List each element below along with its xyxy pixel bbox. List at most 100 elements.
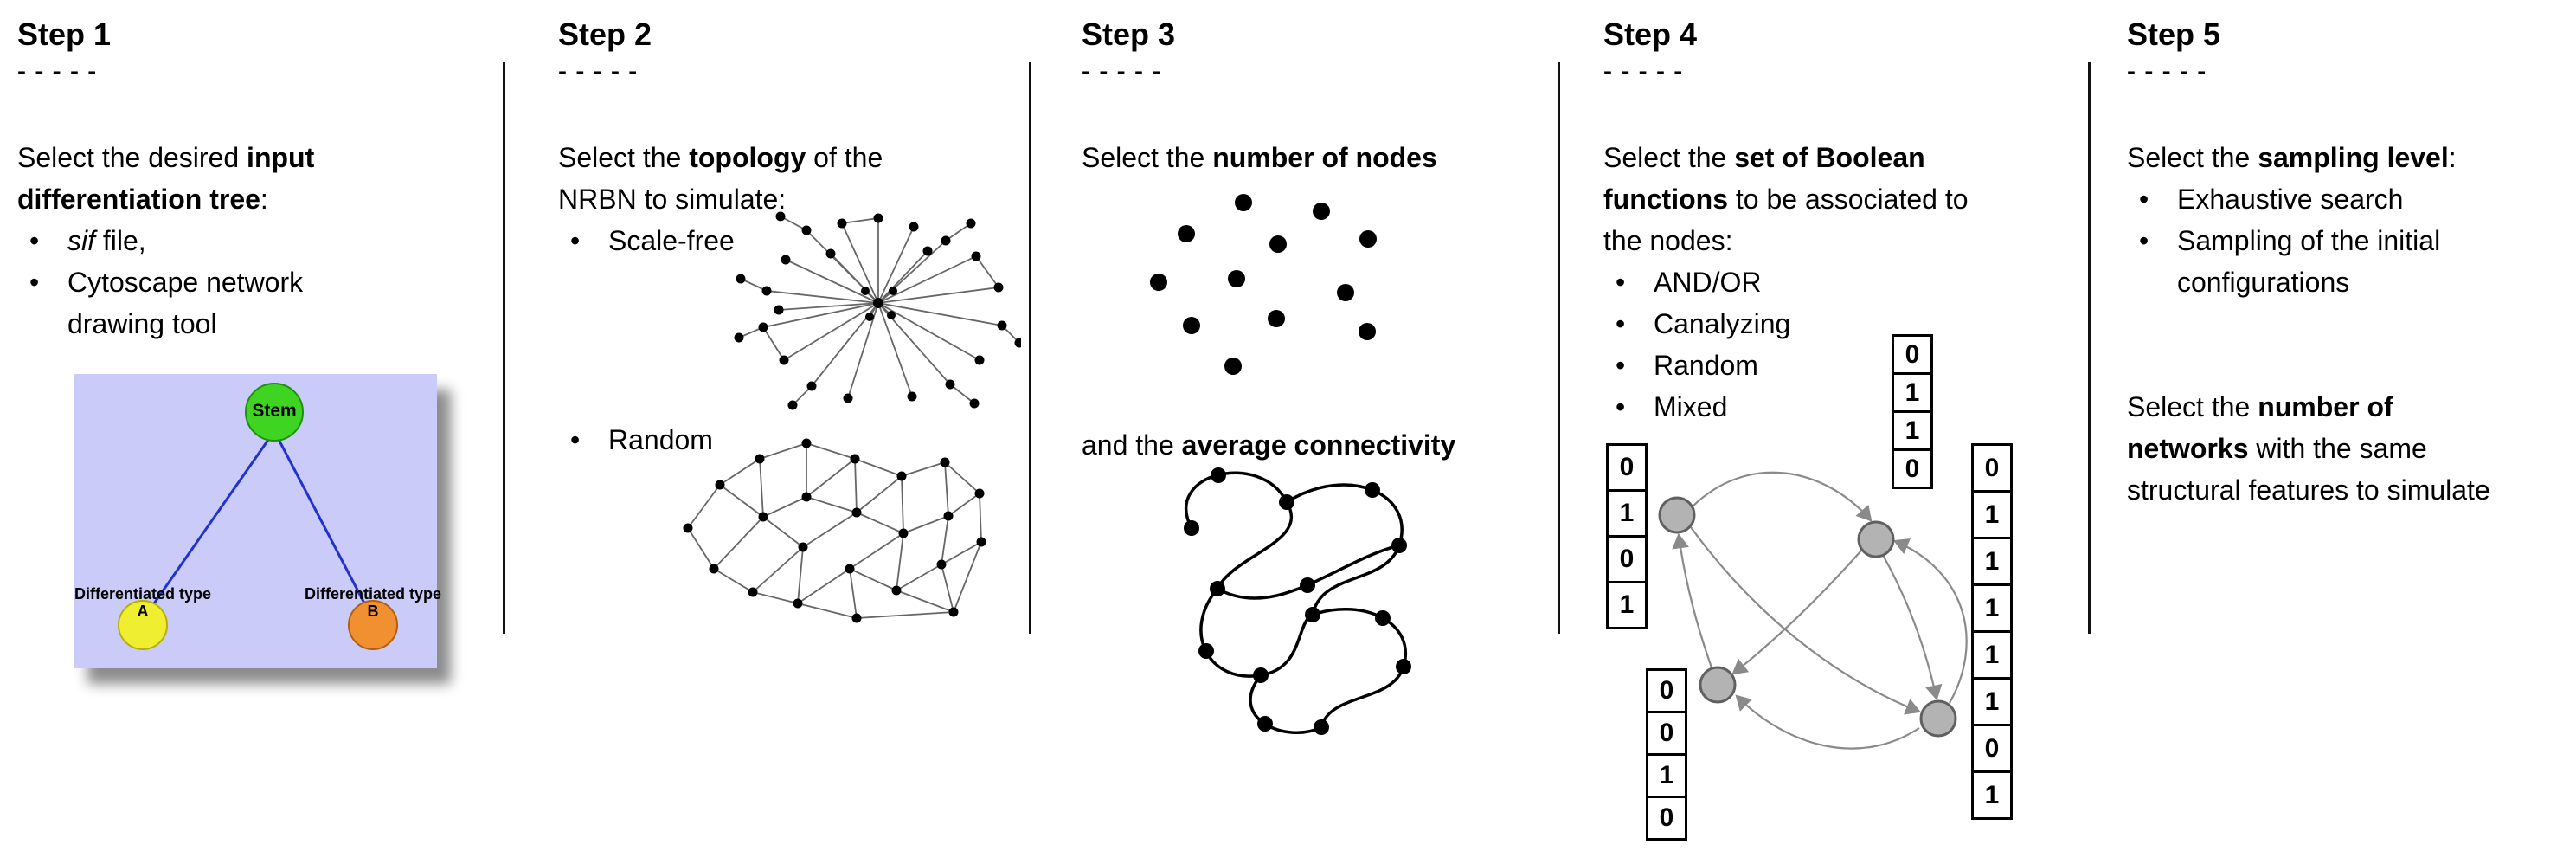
text-line: functions to be associated to <box>1603 178 2088 220</box>
text-segment: differentiation tree <box>17 184 260 215</box>
column-divider <box>503 62 505 634</box>
text-segment: Select the <box>2127 142 2258 173</box>
text-segment: : <box>260 184 268 215</box>
truth-table-cell: 1 <box>1606 489 1648 538</box>
text-segment: : <box>2448 142 2457 173</box>
bullet-item-random: Random <box>558 419 1017 461</box>
text-line: Select the topology of the <box>558 137 1017 178</box>
truth-table-cell: 1 <box>1971 490 2013 539</box>
text-segment: Select the <box>1082 142 1213 173</box>
truth-table-cell: 0 <box>1646 668 1687 713</box>
boolean-node <box>1857 520 1895 558</box>
scale-free-network-image <box>734 211 1021 410</box>
text-segment: Sampling of the initial configurations <box>2177 225 2441 298</box>
text-line: structural features to simulate <box>2127 469 2564 511</box>
truth-table-cell: 0 <box>1606 443 1648 492</box>
text-line: Select the desired input <box>17 137 489 178</box>
step-4-panel: Step 4 - - - - - Select the set of Boole… <box>1603 16 2088 428</box>
truth-table-cell: 0 <box>1646 796 1687 841</box>
text-line: NRBN to simulate: <box>558 178 1017 220</box>
truth-table-cell: 1 <box>1892 410 1933 451</box>
bullet-item: sif file, <box>17 220 376 261</box>
connectivity-network-image <box>1184 467 1411 735</box>
truth-table-left: 0 1 0 1 <box>1606 443 1648 629</box>
type-b-node <box>348 600 398 650</box>
step-1-text: Select the desired input differentiation… <box>17 137 489 345</box>
text-line: Select the number of <box>2127 386 2564 428</box>
text-segment: Random <box>1654 350 1758 381</box>
text-segment: number of nodes <box>1212 142 1437 173</box>
text-line: networks with the same <box>2127 428 2564 469</box>
bullet-item: Exhaustive search <box>2127 178 2564 220</box>
step-4-dashes: - - - - - <box>1603 57 1684 86</box>
text-segment: set of Boolean <box>1734 142 1925 173</box>
text-segment: AND/OR <box>1654 267 1762 298</box>
differentiation-tree-image: Stem Differentiated type A Differentiate… <box>74 374 441 668</box>
text-line: Select the number of nodes <box>1082 137 1566 178</box>
step-5-dashes: - - - - - <box>2127 57 2207 86</box>
step-1-dashes: - - - - - <box>17 57 98 86</box>
text-line: differentiation tree: <box>17 178 489 220</box>
truth-table-cell: 0 <box>1971 724 2013 773</box>
text-segment: average connectivity <box>1181 429 1456 461</box>
step-3-title: Step 3 <box>1082 16 1176 52</box>
text-segment: networks <box>2127 433 2249 464</box>
truth-table-right: 0 1 1 1 1 1 0 1 <box>1971 443 2013 820</box>
truth-table-cell: 1 <box>1971 677 2013 726</box>
column-divider <box>1558 62 1560 634</box>
step-2-panel: Step 2 - - - - - Select the topology of … <box>558 16 1017 461</box>
text-segment: Select the <box>1603 142 1735 173</box>
step-4-text: Select the set of Boolean functions to b… <box>1603 137 2088 428</box>
text-segment: with the same <box>2248 433 2427 464</box>
text-segment: sampling level <box>2258 142 2449 173</box>
column-divider <box>2088 62 2091 634</box>
step-5-title: Step 5 <box>2127 16 2221 52</box>
type-b-node-label: Differentiated type B <box>304 585 442 620</box>
nodes-scatter-image <box>1150 194 1377 375</box>
boolean-node <box>1699 666 1737 704</box>
text-segment: Random <box>608 424 713 455</box>
truth-table-cell: 1 <box>1971 583 2013 633</box>
step-5-panel: Step 5 - - - - - Select the sampling lev… <box>2127 16 2564 511</box>
bullet-item: Mixed <box>1603 386 2088 428</box>
step-3-text: Select the number of nodes <box>1082 137 1566 178</box>
text-segment: NRBN to simulate: <box>558 184 787 215</box>
text-line: Select the set of Boolean <box>1603 137 2088 178</box>
column-divider <box>1029 62 1031 634</box>
truth-table-cell: 0 <box>1971 443 2013 493</box>
bullet-item: AND/OR <box>1603 261 2088 303</box>
bullet-item: Random <box>1603 345 2088 386</box>
step-1-title: Step 1 <box>17 16 112 52</box>
truth-table-cell: 1 <box>1606 581 1648 629</box>
text-line: and the average connectivity <box>1082 424 1455 466</box>
step-1-panel: Step 1 - - - - - Select the desired inpu… <box>17 16 489 345</box>
bullet-item: Sampling of the initial configurations <box>2127 220 2564 303</box>
text-segment: and the <box>1082 429 1182 461</box>
text-segment: input <box>247 142 315 173</box>
boolean-node <box>1919 699 1957 738</box>
truth-table-cell: 1 <box>1892 372 1933 413</box>
text-segment: sif <box>67 225 95 256</box>
text-segment: structural features to simulate <box>2127 474 2490 506</box>
bullet-item: Cytoscape network drawing tool <box>17 261 376 345</box>
text-segment: Select the desired <box>17 142 247 173</box>
text-segment: Select the <box>2127 391 2258 422</box>
truth-table-cell: 0 <box>1646 711 1687 756</box>
text-segment: file, <box>95 225 146 256</box>
type-a-node-label: Differentiated type A <box>74 585 212 620</box>
truth-table-top: 0 1 1 0 <box>1892 334 1933 489</box>
text-segment: of the <box>806 142 883 173</box>
text-segment: to be associated to <box>1727 184 1969 215</box>
step-5-text: Select the sampling level: Exhaustive se… <box>2127 137 2564 511</box>
text-segment: the nodes: <box>1603 225 1733 256</box>
truth-table-cell: 1 <box>1971 770 2013 820</box>
truth-table-cell: 0 <box>1892 334 1933 375</box>
step-2-title: Step 2 <box>558 16 652 52</box>
text-segment: Scale-free <box>608 225 735 256</box>
type-a-node <box>118 600 168 650</box>
step-3-dashes: - - - - - <box>1082 57 1162 86</box>
text-segment: number of <box>2258 391 2393 422</box>
text-segment: Exhaustive search <box>2177 184 2404 215</box>
step-4-title: Step 4 <box>1603 16 1698 52</box>
